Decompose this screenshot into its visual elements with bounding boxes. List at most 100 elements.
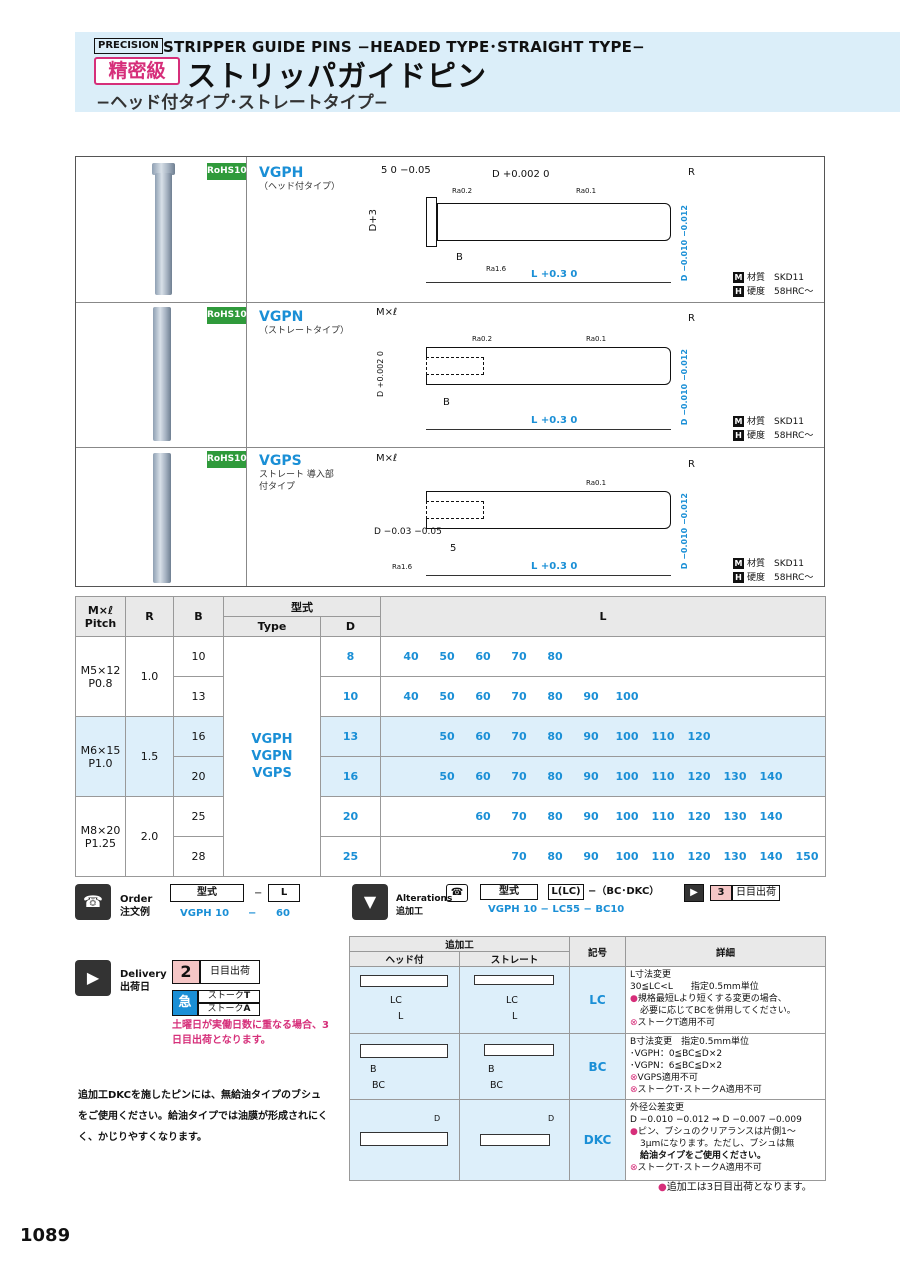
col-type-en: Type <box>223 616 321 637</box>
vgps-lead-length: 5 <box>450 543 457 554</box>
radius-label: R <box>688 167 695 178</box>
vgps-pin-image <box>153 453 171 583</box>
r-cell: 2.0 <box>125 796 174 877</box>
mxl-label: M×ℓ <box>376 307 398 318</box>
alt-detail-bc: B寸法変更 指定0.5mm単位･VGPH：0≦BC≦D×2･VGPN：6≦BC≦… <box>625 1033 826 1100</box>
l-value: 140 <box>759 810 783 823</box>
spec-box: RoHS10 VGPH （ヘッド付タイプ） RoHS10 VGPN （ストレート… <box>75 156 825 587</box>
l-value: 90 <box>583 730 599 743</box>
b-cell: 13 <box>173 676 224 717</box>
l-value: 60 <box>475 810 491 823</box>
alt-lc-box: L(LC) <box>548 884 584 900</box>
model-desc: （ヘッド付タイプ） <box>259 182 341 192</box>
head-tolerance: 5 0 −0.05 <box>381 165 431 176</box>
model-name-vgph: VGPH <box>259 165 304 181</box>
mxl-label: M×ℓ <box>376 453 398 464</box>
b-cell: 28 <box>173 836 224 877</box>
l-value: 60 <box>475 690 491 703</box>
roughness-label: Ra0.2 <box>452 187 473 195</box>
b-cell: 16 <box>173 716 224 757</box>
l-value: 40 <box>403 650 419 663</box>
alt-suffix: −（BC･DKC） <box>588 886 660 897</box>
b-cell: 25 <box>173 796 224 837</box>
drill-icon: ▼ <box>352 884 388 920</box>
col-d: D <box>320 616 381 637</box>
alt-col-head: ヘッド付 <box>349 951 460 967</box>
d-cell: 16 <box>320 756 381 797</box>
l-value: 100 <box>615 810 639 823</box>
phone-small-icon: ☎ <box>446 884 468 902</box>
alt-code-bc: BC <box>569 1033 626 1100</box>
vgph-pin-body <box>155 173 172 295</box>
alt-code-dkc: DKC <box>569 1099 626 1181</box>
l-value: 90 <box>583 850 599 863</box>
l-label: L +0.3 0 <box>531 415 578 426</box>
l-value: 80 <box>547 690 563 703</box>
stroke-a: ストークA <box>198 1003 260 1016</box>
l-value: 70 <box>511 850 527 863</box>
l-value: 90 <box>583 810 599 823</box>
l-value: 80 <box>547 810 563 823</box>
vgph-head-drawing <box>426 197 437 247</box>
rohs-badge: RoHS10 <box>207 451 247 468</box>
order-l-box: L <box>268 884 300 902</box>
b-cell: 10 <box>173 636 224 677</box>
l-value: 50 <box>439 770 455 783</box>
l-value: 80 <box>547 650 563 663</box>
header-band <box>75 32 900 112</box>
radius-label: R <box>688 459 695 470</box>
l-value: 50 <box>439 730 455 743</box>
vgph-pin-image <box>152 163 175 175</box>
model-name-vgps: VGPS <box>259 453 302 469</box>
roughness-label: Ra0.2 <box>472 335 493 343</box>
dkc-head-drawing: D <box>349 1099 460 1181</box>
l-value: 80 <box>547 730 563 743</box>
d-right-tolerance: D −0.010 −0.012 <box>680 493 689 570</box>
l-value: 50 <box>439 690 455 703</box>
alt-code-lc: LC <box>569 966 626 1034</box>
vgps-body-drawing <box>426 491 671 529</box>
alt-example: VGPH 10 − LC55 − BC10 <box>488 904 625 915</box>
rohs-badge: RoHS10 <box>207 307 247 324</box>
d-cell: 25 <box>320 836 381 877</box>
dkc-straight-drawing: D <box>459 1099 570 1181</box>
l-value: 120 <box>687 850 711 863</box>
l-value: 140 <box>759 770 783 783</box>
l-value: 90 <box>583 690 599 703</box>
l-value: 100 <box>615 770 639 783</box>
l-value: 100 <box>615 730 639 743</box>
delivery-note: 土曜日が実働日数に重なる場合、3日目出荷となります。 <box>172 1020 329 1046</box>
order-dash: − <box>254 888 263 899</box>
precision-badge: PRECISION <box>94 38 163 54</box>
d-cell: 8 <box>320 636 381 677</box>
l-value: 70 <box>511 770 527 783</box>
page-subtitle: −ヘッド付タイプ･ストレートタイプ− <box>96 93 388 113</box>
l-value: 140 <box>759 850 783 863</box>
alt-days-text: 日目出荷 <box>732 885 780 901</box>
alt-col-code: 記号 <box>569 936 626 967</box>
col-b: B <box>173 596 224 637</box>
l-value: 100 <box>615 850 639 863</box>
